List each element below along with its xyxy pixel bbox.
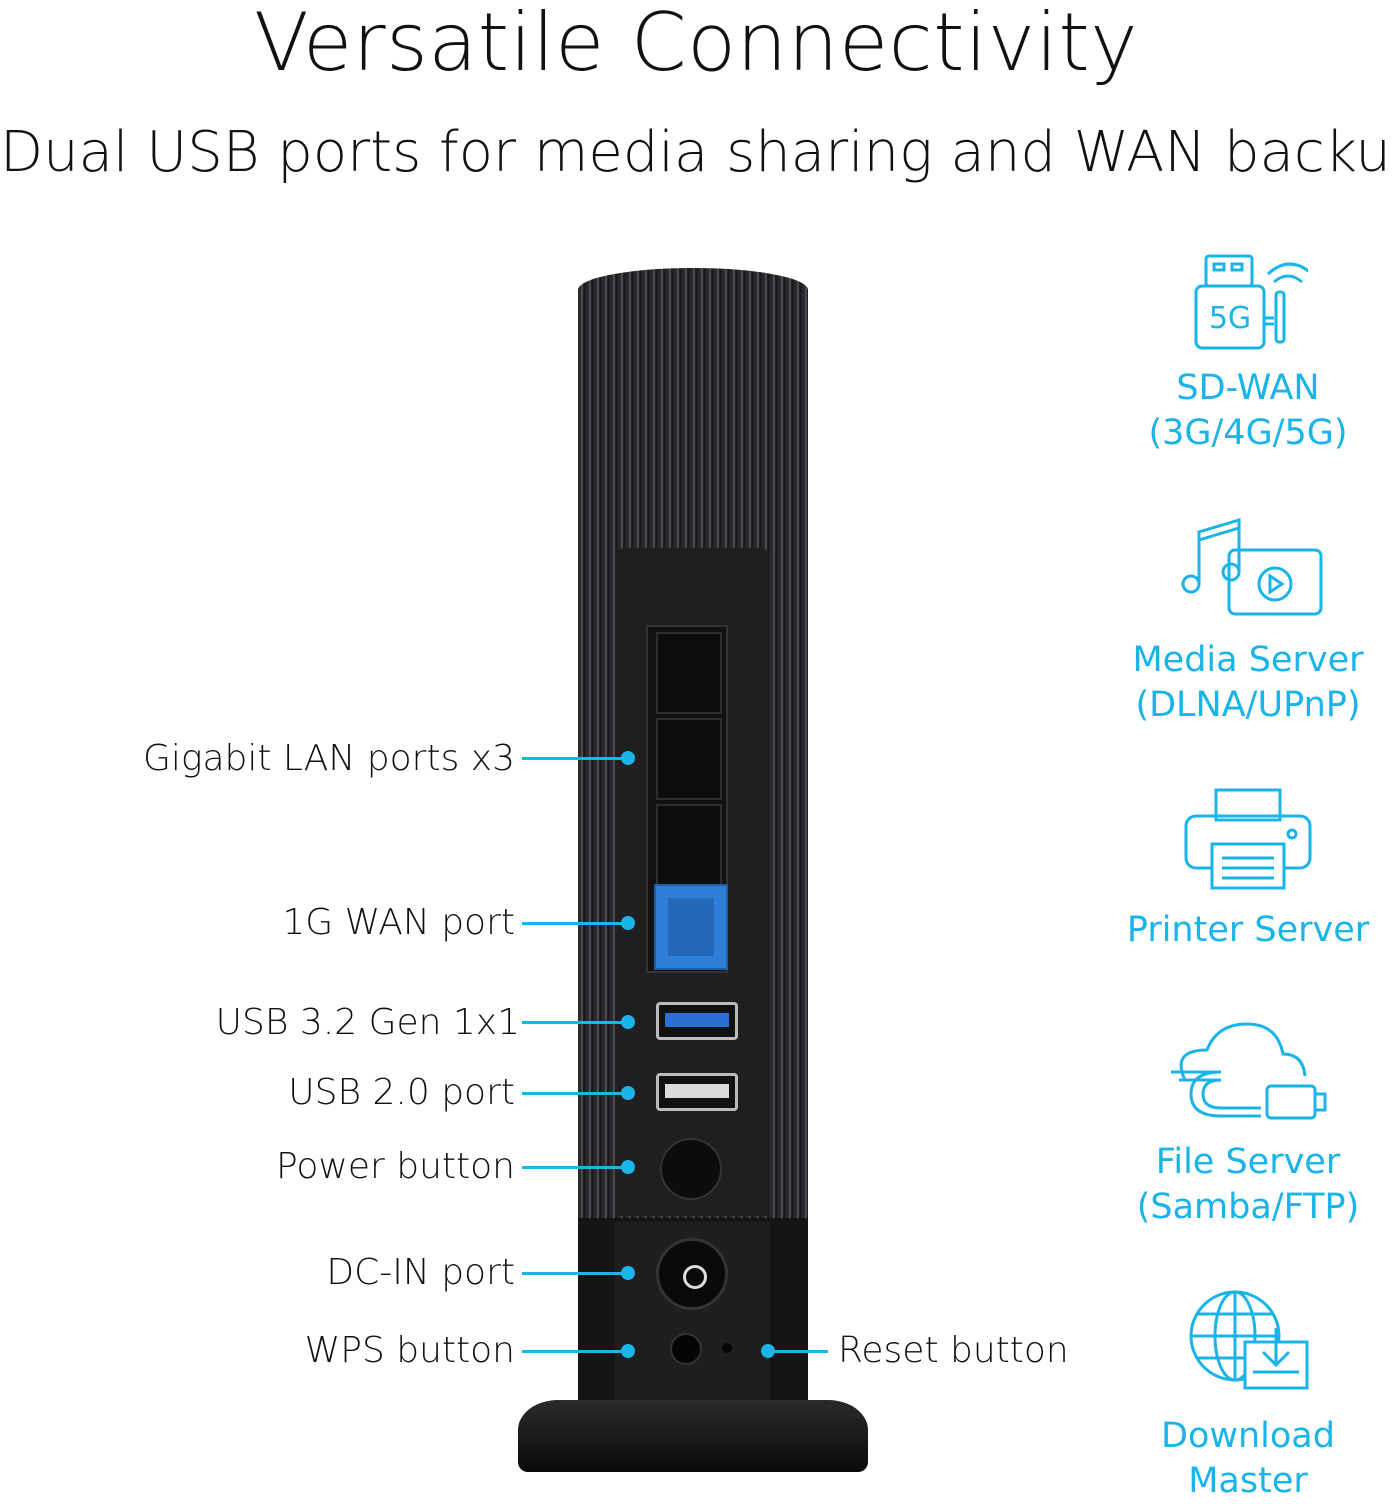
feature-label-line: Download — [1161, 1416, 1335, 1456]
feature-file-server: File Server (Samba/FTP) — [1110, 1020, 1386, 1230]
callout-label: Gigabit LAN ports x3 — [142, 737, 515, 779]
router-stand — [518, 1400, 868, 1472]
callout-usb3: USB 3.2 Gen 1x1 — [215, 1001, 520, 1043]
callout-reset: Reset button — [838, 1329, 1069, 1371]
wps-button — [670, 1333, 702, 1365]
cloud-usb-icon — [1171, 1022, 1327, 1120]
callout-label: 1G WAN port — [282, 901, 515, 943]
feature-label-line: Master — [1188, 1461, 1308, 1501]
feature-label-line: Media Server — [1132, 640, 1364, 680]
feature-printer-server: Printer Server — [1110, 786, 1386, 953]
feature-label-line: SD-WAN — [1176, 368, 1320, 408]
lan-port-1 — [656, 632, 722, 714]
callout-wan: 1G WAN port — [282, 901, 515, 943]
feature-label-line: (3G/4G/5G) — [1148, 413, 1348, 453]
callout-line — [522, 1350, 628, 1353]
callout-dot — [621, 1086, 635, 1100]
wan-port — [654, 884, 728, 970]
feature-media-server: Media Server (DLNA/UPnP) — [1110, 512, 1386, 728]
callout-power: Power button — [275, 1145, 515, 1187]
callout-line — [522, 1021, 628, 1024]
usb-5g-modem-icon: 5G — [1194, 254, 1308, 350]
callout-line — [768, 1350, 828, 1353]
callout-lan: Gigabit LAN ports x3 — [142, 737, 515, 779]
callout-line — [522, 1092, 628, 1095]
feature-label-line: (DLNA/UPnP) — [1135, 685, 1361, 725]
reset-button — [722, 1343, 732, 1353]
globe-download-icon — [1189, 1290, 1309, 1390]
callout-label: USB 3.2 Gen 1x1 — [215, 1001, 520, 1043]
feature-download-master: Download Master — [1110, 1288, 1386, 1504]
callout-line — [522, 922, 628, 925]
feature-label-line: (Samba/FTP) — [1136, 1187, 1360, 1227]
callout-label: Power button — [275, 1145, 515, 1187]
lan-port-2 — [656, 718, 722, 800]
callout-dot — [761, 1344, 775, 1358]
callout-label: USB 2.0 port — [288, 1071, 515, 1113]
callout-line — [522, 1166, 628, 1169]
power-button — [660, 1138, 722, 1200]
callout-label: WPS button — [304, 1329, 515, 1371]
page-title: Versatile Connectivity — [253, 0, 1139, 89]
callout-dot — [621, 1266, 635, 1280]
callout-dot — [621, 751, 635, 765]
callout-label: Reset button — [838, 1329, 1069, 1371]
lan-port-3 — [656, 804, 722, 886]
callout-dot — [621, 1015, 635, 1029]
feature-sd-wan: 5G SD-WAN (3G/4G/5G) — [1110, 252, 1386, 456]
callout-dot — [621, 1344, 635, 1358]
dc-in-port — [656, 1238, 728, 1310]
feature-label-line: Printer Server — [1126, 910, 1370, 950]
printer-icon — [1184, 788, 1312, 890]
callout-label: DC-IN port — [326, 1251, 515, 1293]
music-video-icon — [1181, 517, 1323, 616]
usb3-port — [656, 1002, 738, 1040]
callout-dot — [621, 916, 635, 930]
svg-text:5G: 5G — [1209, 301, 1251, 336]
callout-line — [522, 1272, 628, 1275]
feature-label-line: File Server — [1155, 1142, 1341, 1182]
usb2-port — [656, 1073, 738, 1111]
callout-wps: WPS button — [304, 1329, 515, 1371]
callout-usb2: USB 2.0 port — [288, 1071, 515, 1113]
callout-dc-in: DC-IN port — [326, 1251, 515, 1293]
page-subtitle: Dual USB ports for media sharing and WAN… — [0, 120, 1392, 185]
callout-line — [522, 757, 628, 760]
callout-dot — [621, 1160, 635, 1174]
